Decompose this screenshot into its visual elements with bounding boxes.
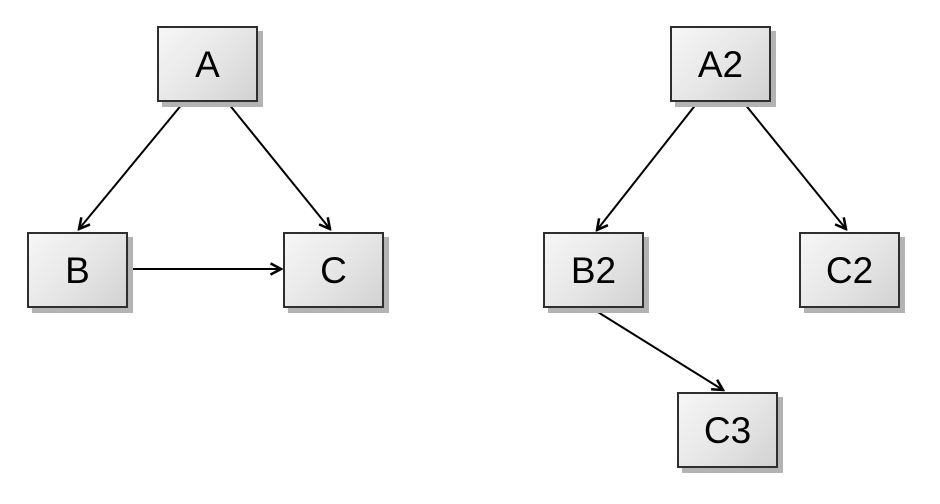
- node-C3[interactable]: C3: [677, 392, 778, 468]
- edge-A2-C2: [743, 102, 846, 229]
- node-B-label: B: [65, 249, 90, 291]
- node-A-label: A: [195, 43, 220, 85]
- node-A[interactable]: A: [157, 26, 258, 102]
- edge-A-C: [227, 102, 330, 229]
- node-C2-label: C2: [825, 249, 874, 291]
- edge-B2-C3: [592, 308, 723, 390]
- node-A2-label: A2: [697, 43, 744, 85]
- edge-A2-B2: [597, 102, 698, 230]
- edge-A-B: [79, 102, 184, 229]
- node-B[interactable]: B: [27, 232, 128, 308]
- node-C2[interactable]: C2: [799, 232, 900, 308]
- node-C[interactable]: C: [283, 232, 384, 308]
- node-B2-label: B2: [570, 249, 617, 291]
- node-C-label: C: [320, 249, 347, 291]
- node-C3-label: C3: [703, 409, 752, 451]
- node-B2[interactable]: B2: [543, 232, 644, 308]
- node-A2[interactable]: A2: [670, 26, 771, 102]
